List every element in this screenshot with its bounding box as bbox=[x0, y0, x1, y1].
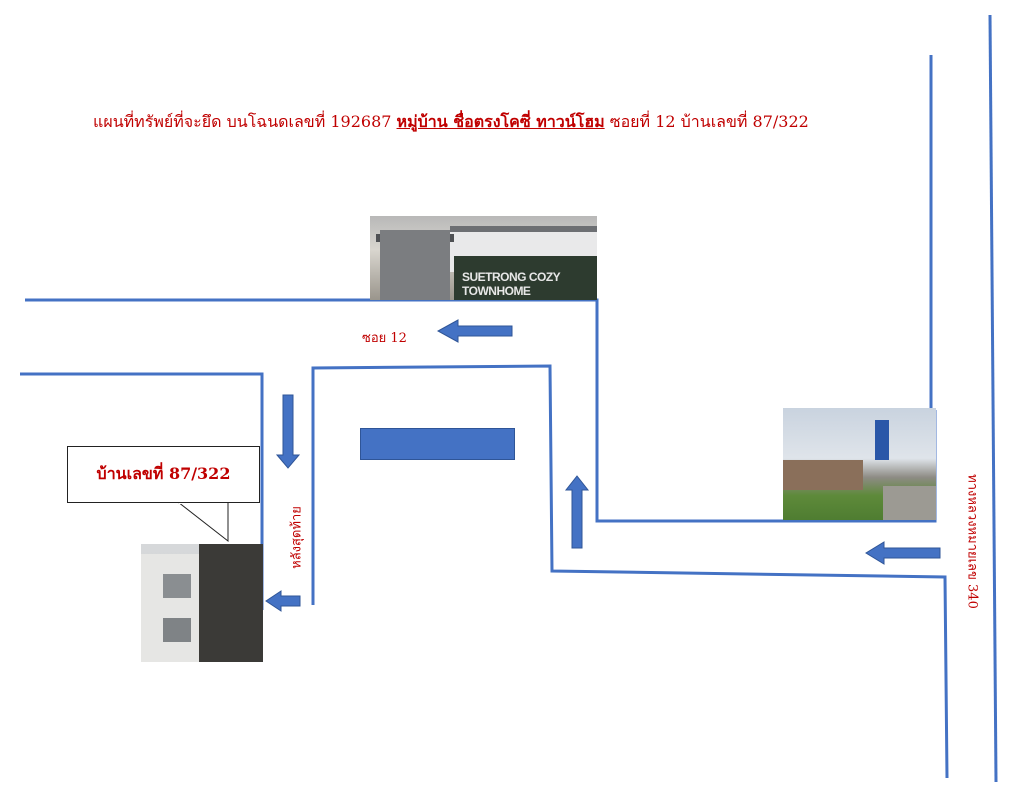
soi-label: ซอย 12 bbox=[362, 331, 407, 346]
road-left-block bbox=[20, 372, 264, 610]
arrow-down-inner bbox=[275, 394, 301, 469]
title-prefix: แผนที่ทรัพย์ที่จะยึด บนโฉนดเลขที่ 192687 bbox=[93, 112, 397, 131]
village-sign-text: SUETRONG COZY TOWNHOME bbox=[462, 270, 560, 298]
arrow-left-soi12 bbox=[436, 319, 513, 343]
house-number-text: บ้านเลขที่ 87/322 bbox=[96, 464, 231, 483]
road-highway-340 bbox=[988, 14, 998, 783]
block-marker bbox=[360, 428, 515, 460]
arrow-left-highway bbox=[865, 541, 941, 565]
house-photo bbox=[141, 544, 263, 662]
callout-tail bbox=[176, 501, 229, 543]
road-inner-loop bbox=[311, 364, 949, 779]
house-number-callout: บ้านเลขที่ 87/322 bbox=[67, 446, 260, 503]
highway-label: ทางหลวงหมายเลข 340 bbox=[964, 474, 980, 609]
arrow-up-inner bbox=[564, 475, 590, 549]
title-suffix: ซอยที่ 12 บ้านเลขที่ 87/322 bbox=[604, 112, 809, 131]
arrow-left-house bbox=[265, 590, 301, 612]
highway-photo bbox=[783, 408, 936, 520]
dead-end-label: หลังสุดท้าย bbox=[289, 506, 305, 569]
map-title: แผนที่ทรัพย์ที่จะยึด บนโฉนดเลขที่ 192687… bbox=[93, 110, 993, 135]
village-entrance-photo: SUETRONG COZY TOWNHOME bbox=[370, 216, 597, 300]
title-village: หมู่บ้าน ชื่อตรงโคซี่ ทาวน์โฮม bbox=[396, 112, 605, 131]
